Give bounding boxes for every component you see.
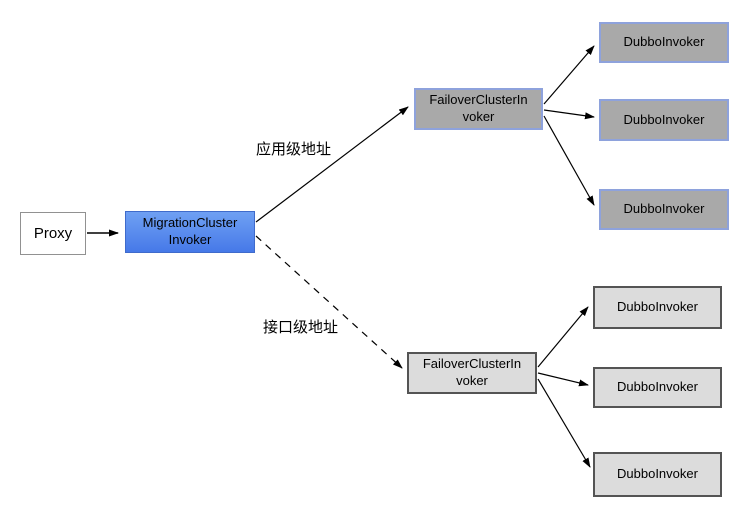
node-dubbo-invoker-interface-3: DubboInvoker: [593, 452, 722, 497]
edge-failover-app-to-dubbo-3: [543, 115, 595, 206]
edge-failover-if-to-dubbo-3: [537, 378, 591, 468]
node-dubbo-invoker-app-2: DubboInvoker: [599, 99, 729, 141]
node-dubbo-invoker-app-3: DubboInvoker: [599, 189, 729, 230]
edge-failover-app-to-dubbo-2: [543, 109, 595, 120]
node-failover-cluster-invoker-app: FailoverClusterIn voker: [414, 88, 543, 130]
node-proxy: Proxy: [20, 212, 86, 255]
node-migration-cluster-invoker: MigrationCluster Invoker: [125, 211, 255, 253]
node-failover-cluster-invoker-interface: FailoverClusterIn voker: [407, 352, 537, 394]
edge-failover-if-to-dubbo-2: [537, 372, 589, 387]
node-dubbo-invoker-interface-1: DubboInvoker: [593, 286, 722, 329]
edge-migration-to-failover-interface-dashed: [255, 235, 403, 369]
node-dubbo-invoker-app-1: DubboInvoker: [599, 22, 729, 63]
node-dubbo-invoker-interface-2: DubboInvoker: [593, 367, 722, 408]
edge-migration-to-failover-app: [255, 106, 409, 223]
edge-failover-if-to-dubbo-1: [537, 306, 589, 368]
edge-failover-app-to-dubbo-1: [543, 45, 595, 105]
edge-label-app-level-address: 应用级地址: [256, 141, 332, 158]
edge-label-interface-level-address: 接口级地址: [263, 319, 339, 336]
